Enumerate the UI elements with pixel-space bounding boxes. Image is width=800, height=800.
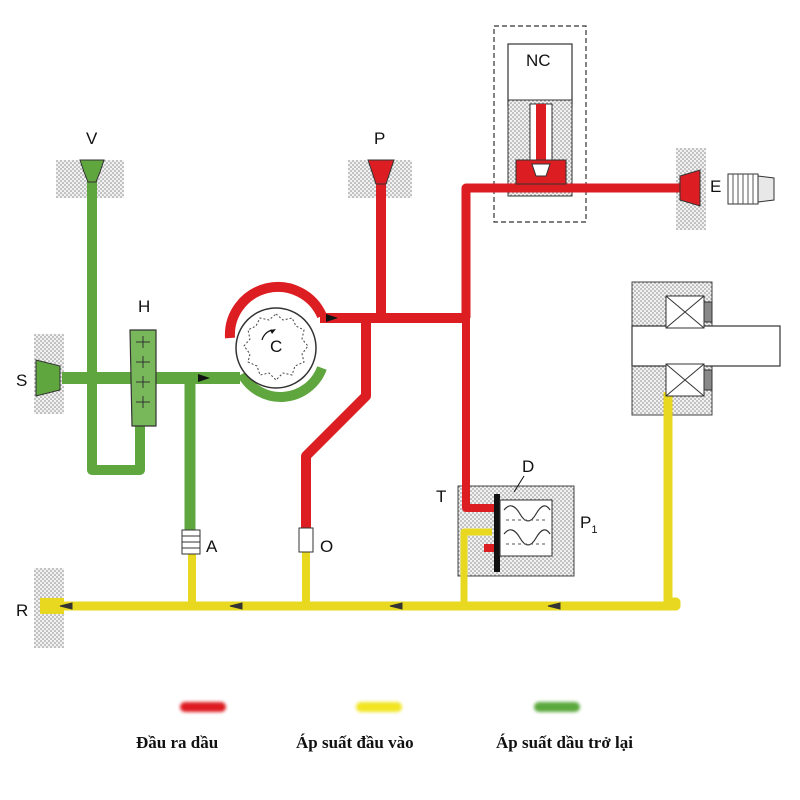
diagram-labels: V P NC E H C S D T P1 A O R [16,51,721,620]
label-t: T [436,487,446,506]
nc-coil [507,43,573,107]
yellow-lines [40,392,681,614]
legend-label-inlet: Áp suất đầu vào [296,733,414,752]
yellow-flow-arrows [59,602,561,610]
shaft-assembly [631,295,781,397]
red-p-line [320,184,386,323]
arrow-right-icon [198,374,210,382]
port-o-thread [298,527,314,553]
nc-valve-internals [515,103,567,185]
red-pump-arc [224,281,327,339]
port-a-thread-lines [182,535,200,549]
arrow-left-icon [59,602,73,610]
green-pump-arc [237,366,327,402]
label-e: E [710,177,721,196]
label-c: C [270,337,282,356]
port-e-fitting [679,169,701,207]
label-p1: P1 [580,513,597,536]
legend-swatch-yellow [356,702,402,712]
red-lines [224,183,680,552]
yellow-branch-d [460,528,492,606]
label-p: P [374,129,385,148]
yellow-return-main [52,392,681,611]
legend-label-return: Áp suất dầu trở lại [496,733,633,752]
shaft [631,325,781,367]
legend-item-inlet: Áp suất đầu vào [296,702,414,752]
red-e-line [461,183,680,318]
port-p-fitting [367,159,395,185]
label-o: O [320,537,333,556]
label-nc: NC [526,51,551,70]
valve-d-internals [494,475,553,572]
red-d-line [462,318,494,512]
legend-swatch-red [180,702,226,712]
legend-item-return: Áp suất dầu trở lại [496,702,633,752]
e-nipple [727,173,775,205]
red-o-line [301,320,371,528]
port-s-fitting [35,359,61,397]
label-h: H [138,297,150,316]
filter-h-marks [136,336,150,408]
label-d: D [522,457,534,476]
legend: Đầu ra dầu Áp suất đầu vào Áp suất dầu t… [136,702,633,752]
label-r: R [16,601,28,620]
legend-item-outlet: Đầu ra dầu [136,702,226,752]
label-s: S [16,371,27,390]
label-a: A [206,537,218,556]
spring-icon [503,505,551,546]
d-leader-line [513,475,525,493]
seal-bottom [703,369,713,391]
port-v-fitting [79,159,105,183]
arrow-left-icon [229,602,243,610]
pump-gear [243,313,309,381]
arrow-right-icon [326,314,338,322]
pump-c [235,307,317,389]
legend-swatch-green [534,702,580,712]
label-v: V [86,129,98,148]
seal-top [703,301,713,323]
arrow-left-icon [389,602,403,610]
legend-label-outlet: Đầu ra dầu [136,733,218,752]
arrow-left-icon [547,602,561,610]
